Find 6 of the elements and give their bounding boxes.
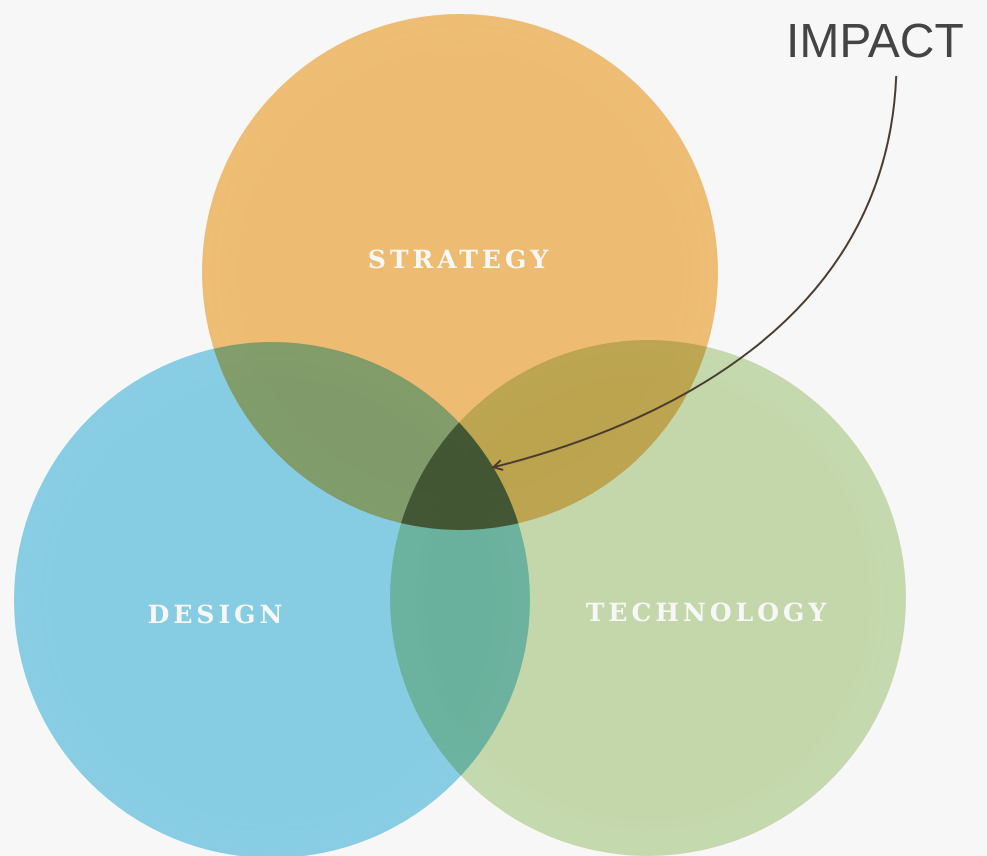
circle-label: DESIGN [146,600,288,629]
leader-arrow [492,76,898,471]
circle-label: TECHNOLOGY [584,598,832,627]
circle-label: STRATEGY [366,245,554,274]
overlap-region [401,422,518,530]
callout-text: IMPACT [786,12,964,72]
